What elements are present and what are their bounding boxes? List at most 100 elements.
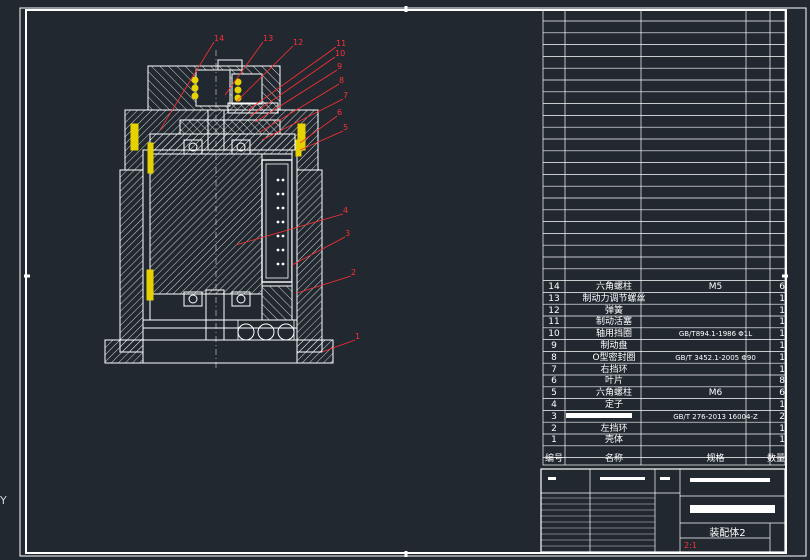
callout-label: 13 (263, 34, 274, 43)
bom-cell-name: 右挡环 (600, 364, 628, 375)
callout-label: 5 (343, 123, 349, 132)
bom-cell-no: 7 (551, 364, 557, 375)
callout-leader-line (254, 69, 338, 123)
bom-cell-spec: GB/T 276-2013 16004-Z (673, 412, 758, 421)
bom-cell-no: 2 (551, 423, 557, 434)
bom-cell-qty: 1 (779, 352, 785, 363)
bom-cell-no: 4 (551, 400, 557, 410)
bom-cell-no: 10 (548, 329, 560, 340)
bom-cell-no: 11 (548, 317, 560, 328)
callout-label: 9 (337, 62, 343, 71)
bom-row: 13 制动力调节螺丝 1 (543, 293, 785, 305)
bom-cell-no: 8 (551, 352, 557, 363)
bom-cell-name: 轴用挡圈 (595, 329, 632, 340)
bom-cell-qty: 1 (779, 293, 785, 304)
bom-cell-no: 3 (551, 411, 557, 422)
bom-row: 4 定子 1 (543, 399, 785, 411)
callout-leader-line (291, 236, 346, 266)
bom-header-no: 编号 (544, 454, 563, 464)
bom-cell-name: 六角螺柱 (595, 282, 632, 292)
callout-leader-line (261, 98, 344, 141)
bom-cell-name: 制动力调节螺丝 (582, 293, 646, 304)
bom-cell-spec: GB/T894.1-1986 Φ1L (678, 330, 753, 339)
drawing-scale: 2:1 (684, 541, 697, 550)
bom-cell-name: 壳体 (604, 435, 623, 446)
ucs-y-axis-label: Y (0, 494, 7, 507)
callout-leader-line (247, 46, 337, 111)
bom-cell-no: 13 (548, 293, 560, 304)
bom-header-spec: 规格 (706, 454, 725, 464)
bom-row: 12 弹簧 1 (543, 305, 785, 317)
bom-cell-qty: 1 (779, 400, 785, 410)
bom-cell-spec: GB/T 3452.1-2005 Φ90 (675, 353, 756, 362)
bom-cell-qty: 1 (779, 423, 785, 434)
callout-label: 1 (355, 332, 361, 341)
bom-row: 6 叶片 8 (543, 375, 785, 387)
callout-leader-line (299, 115, 338, 144)
bom-cell-no: 14 (548, 282, 560, 292)
callout-label: 4 (343, 206, 349, 215)
bom-cell-name: 叶片 (604, 376, 623, 387)
bom-row: 7 右挡环 1 (543, 364, 785, 376)
sheet-frame (19, 6, 807, 557)
callout-label: 6 (337, 108, 343, 117)
callout-label: 12 (293, 38, 304, 47)
bom-cell-qty: 8 (779, 376, 785, 387)
callout-label: 3 (345, 229, 351, 238)
callout-label: 8 (339, 76, 345, 85)
title-block (540, 468, 786, 553)
bom-row: 10 轴用挡圈 GB/T894.1-1986 Φ1L 1 (543, 328, 785, 340)
callout-leader-line (235, 213, 344, 246)
bom-cell-name: 左挡环 (600, 423, 628, 434)
bom-header-row: 编号 名称 规格 数量 (543, 453, 785, 465)
bom-cell-qty: 1 (779, 435, 785, 446)
bom-cell-name: 弹簧 (604, 305, 623, 316)
callout-label: 10 (335, 49, 346, 58)
callout-leader-line (296, 275, 352, 294)
bom-cell-qty: 1 (779, 317, 785, 328)
bom-cell-name: 定子 (604, 400, 623, 410)
assembly-section-view (104, 41, 356, 370)
callout-leader-line (259, 83, 340, 133)
bom-cell-no: 9 (551, 341, 557, 351)
bom-cell-no: 1 (551, 435, 557, 446)
drawing-title: 装配体2 (709, 528, 746, 539)
bom-row: 3 GB/T 276-2013 16004-Z 2 (543, 411, 785, 423)
bom-cell-qty: 1 (779, 305, 785, 316)
bom-cell-name: O型密封圈 (592, 352, 636, 363)
bom-table-grid (542, 9, 786, 466)
callout-leader-line (249, 56, 336, 117)
bom-cell-qty: 1 (779, 329, 785, 340)
callout-label: 11 (336, 39, 347, 48)
callout-label: 14 (214, 34, 225, 43)
bom-cell-no: 5 (551, 388, 557, 399)
callout-leader-line (299, 130, 344, 151)
callout-leader-line (235, 45, 294, 103)
callout-label: 2 (351, 268, 357, 277)
bom-header-qty: 数量 (766, 454, 785, 464)
callout-label: 7 (343, 91, 349, 100)
bom-row: 1 壳体 1 (543, 434, 785, 446)
bom-row: 14 六角螺柱 M5 6 (543, 281, 785, 293)
callout-leader-line (159, 41, 215, 131)
bom-header-name: 名称 (604, 454, 623, 464)
bom-row: 9 制动盘 1 (543, 340, 785, 352)
bom-cell-name: 制动盘 (600, 341, 628, 351)
bom-row: 2 左挡环 1 (543, 423, 785, 435)
bom-cell-qty: 1 (779, 364, 785, 375)
redaction-bar (566, 412, 632, 418)
bom-cell-qty: 1 (779, 341, 785, 351)
bom-cell-name: 制动活塞 (595, 317, 632, 328)
bom-cell-no: 6 (551, 376, 557, 387)
bom-cell-qty: 6 (779, 282, 785, 292)
bom-row: 11 制动活塞 1 (543, 316, 785, 328)
bom-cell-qty: 2 (779, 411, 785, 422)
bom-cell-name: 六角螺柱 (595, 388, 632, 399)
callout-leader-line (321, 339, 356, 353)
callout-leader-line (224, 41, 264, 96)
bom-cell-spec: M5 (708, 282, 723, 292)
bom-cell-no: 12 (548, 305, 560, 316)
bom-row: 8 O型密封圈 GB/T 3452.1-2005 Φ90 1 (543, 352, 785, 364)
